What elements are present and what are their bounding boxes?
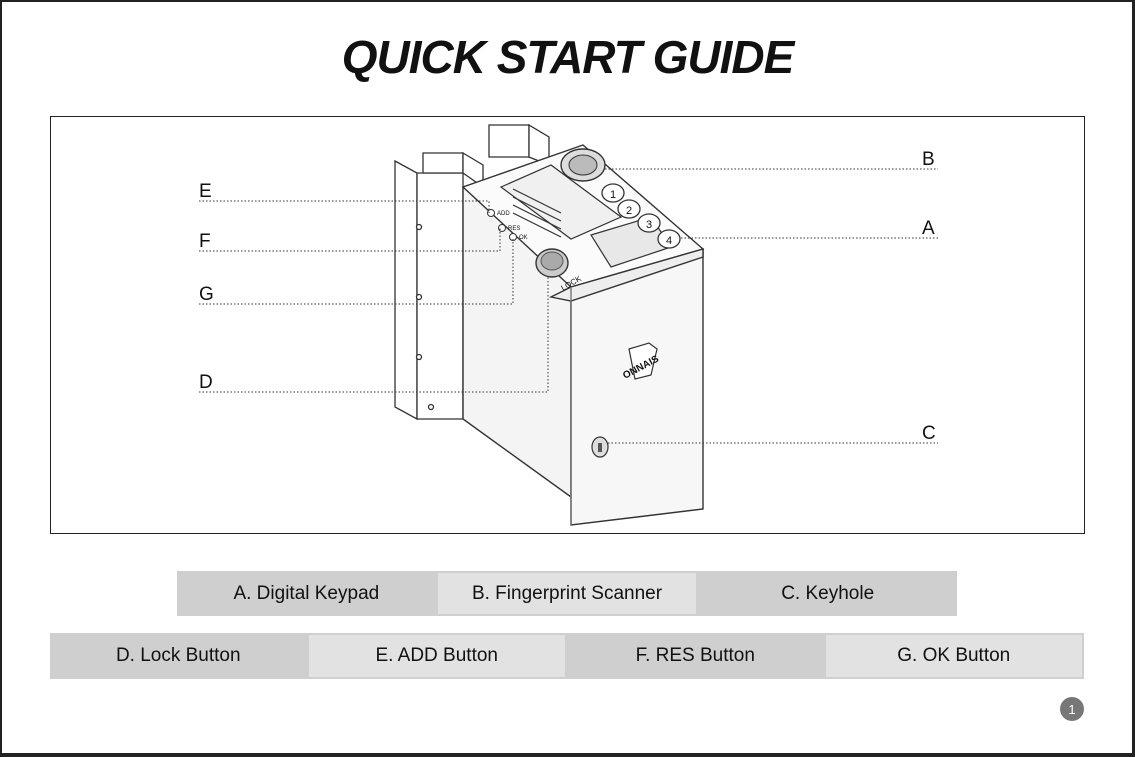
callout-e: E [199,181,212,202]
key-2-label: 2 [626,205,632,217]
legend-add-button: E. ADD Button [307,633,568,679]
callout-g: G [199,284,214,305]
ok-button-label: OK [519,235,528,241]
callout-a: A [922,218,935,239]
fingerprint-scanner [561,149,605,181]
legend-lock-button: D. Lock Button [50,633,307,679]
callout-c: C [922,423,936,444]
legend-row-2: D. Lock Button E. ADD Button F. RES Butt… [50,633,1084,679]
key-3-label: 3 [646,219,652,231]
callout-d: D [199,372,213,393]
callout-f: F [199,231,211,252]
keyhole [592,437,608,457]
add-button-label: ADD [497,211,510,217]
legend-fingerprint-scanner: B. Fingerprint Scanner [436,571,699,616]
key-1-label: 1 [610,189,616,201]
legend-keyhole: C. Keyhole [698,571,957,616]
legend-row-1: A. Digital Keypad B. Fingerprint Scanner… [177,571,957,616]
callout-b: B [922,149,935,170]
legend-res-button: F. RES Button [567,633,824,679]
page-number-badge: 1 [1060,697,1084,721]
key-4-label: 4 [666,235,672,247]
page-title: QUICK START GUIDE [0,30,1135,84]
legend-ok-button: G. OK Button [824,633,1085,679]
res-button-label: RES [508,226,520,232]
legend-digital-keypad: A. Digital Keypad [177,571,436,616]
product-diagram: 1 2 3 4 ADD RES OK LOCK ONNAIS [50,116,1085,534]
safe-illustration: 1 2 3 4 ADD RES OK LOCK ONNAIS [51,117,1086,535]
